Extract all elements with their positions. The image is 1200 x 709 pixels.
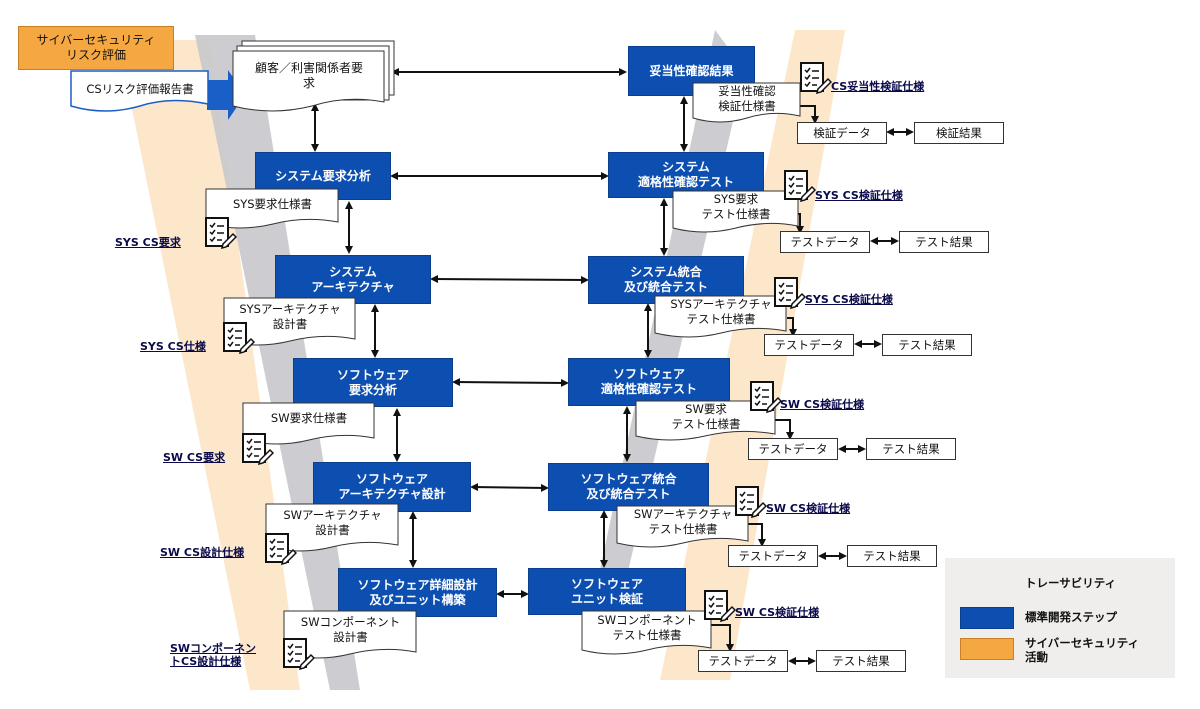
sw-req-test-doc-shape <box>635 400 776 441</box>
sys-req-spec-doc: SYS要求仕様書 <box>232 196 313 211</box>
checklist-icon <box>223 322 255 354</box>
software-qualification-test: ソフトウェア 適格性確認テスト <box>568 358 730 406</box>
checklist-icon <box>774 277 806 309</box>
customer-requirement: 顧客／利害関係者要 求 <box>254 61 363 90</box>
sys-cs-requirement-label: SYS CS要求 <box>115 236 181 249</box>
sw-cs-verification-spec-label-2: SW CS検証仕様 <box>766 502 851 515</box>
test-result: テスト結果 <box>847 545 937 567</box>
test-data: テストデータ <box>698 650 788 672</box>
sw-comp-test-doc-shape <box>581 610 712 655</box>
sw-component-cs-design-spec-label: SWコンポーネン トCS設計仕様 <box>170 642 257 668</box>
cs-risk-assessment-box: サイバーセキュリティ リスク評価 <box>18 26 174 70</box>
legend-traceability: トレーサビリティ <box>1025 576 1117 590</box>
validation-verification-spec-doc: 妥当性確認 検証仕様書 <box>718 84 776 113</box>
sys-arch-design-doc: SYSアーキテクチャ 設計書 <box>239 302 341 331</box>
cs-risk-title: サイバーセキュリティ リスク評価 <box>36 33 156 62</box>
software-requirement-analysis: ソフトウェア 要求分析 <box>293 358 453 407</box>
checklist-icon <box>265 533 297 565</box>
test-data: テストデータ <box>748 438 838 460</box>
sw-component-test-spec-doc: SWコンポーネント テスト仕様書 <box>597 613 697 642</box>
checklist-icon <box>750 381 782 413</box>
legend-orange-swatch <box>960 638 1014 660</box>
system-architecture: システム アーキテクチャ <box>275 255 431 304</box>
customer-doc-stack <box>232 40 395 112</box>
trace-vertical <box>311 96 688 568</box>
test-data: テストデータ <box>764 334 854 356</box>
sys-req-test-spec-doc: SYS要求 テスト仕様書 <box>701 192 771 221</box>
validation-spec-doc-shape <box>692 82 801 123</box>
test-result: テスト結果 <box>882 334 972 356</box>
software-detailed-design: ソフトウェア詳細設計 及びユニット構築 <box>338 568 497 617</box>
sw-component-design-doc: SWコンポーネント 設計書 <box>300 615 401 644</box>
sw-req-spec-doc: SW要求仕様書 <box>270 410 348 425</box>
sw-cs-verification-spec-label-3: SW CS検証仕様 <box>735 606 820 619</box>
test-result: テスト結果 <box>899 231 989 253</box>
checklist-icon <box>205 217 237 249</box>
sys-cs-verification-spec-label: SYS CS検証仕様 <box>815 189 903 202</box>
trace-horizontal <box>390 68 627 598</box>
legend-cyber-activity: サイバーセキュリティ 活動 <box>1025 636 1140 664</box>
sys-cs-spec-label: SYS CS仕様 <box>140 340 206 353</box>
sw-cs-design-spec-label: SW CS設計仕様 <box>160 546 245 559</box>
sys-arch-test-doc-shape <box>654 295 787 338</box>
test-data: テストデータ <box>728 545 818 567</box>
cyber-band-left <box>118 40 300 690</box>
sw-cs-requirement-label: SW CS要求 <box>163 451 226 464</box>
sys-req-test-doc-shape <box>672 190 799 233</box>
checklist-icon <box>704 590 736 622</box>
test-data: テストデータ <box>780 231 870 253</box>
sw-req-test-spec-doc: SW要求 テスト仕様書 <box>671 402 741 431</box>
system-qualification-test: システム 適格性確認テスト <box>608 152 764 198</box>
software-unit-verification: ソフトウェア ユニット検証 <box>528 568 686 615</box>
sw-cs-verification-spec-label: SW CS検証仕様 <box>780 398 865 411</box>
checklist-icon <box>242 433 274 465</box>
checklist-icon <box>784 170 816 202</box>
sw-arch-test-spec-doc: SWアーキテクチャ テスト仕様書 <box>633 507 733 536</box>
cs-report-label: CSリスク評価報告書 <box>86 81 194 96</box>
legend-standard-step: 標準開発ステップ <box>1025 610 1117 624</box>
checklist-icon <box>735 486 767 518</box>
sw-arch-design-doc: SWアーキテクチャ 設計書 <box>283 508 382 537</box>
legend-blue-swatch <box>960 607 1014 629</box>
software-integration-test: ソフトウェア統合 及び統合テスト <box>548 463 709 511</box>
verification-data: 検証データ <box>797 122 887 144</box>
test-result: テスト結果 <box>866 438 956 460</box>
verification-result: 検証結果 <box>914 122 1004 144</box>
cs-validation-spec-label: CS妥当性検証仕様 <box>831 80 925 93</box>
cs-report-doc <box>70 70 209 112</box>
sys-arch-test-spec-doc: SYSアーキテクチャ テスト仕様書 <box>670 297 772 326</box>
sys-cs-verification-spec-label-2: SYS CS検証仕様 <box>805 293 893 306</box>
test-result: テスト結果 <box>816 650 906 672</box>
checklist-icon <box>800 62 832 94</box>
checklist-icon <box>283 638 315 670</box>
sw-arch-test-doc-shape <box>616 505 749 548</box>
